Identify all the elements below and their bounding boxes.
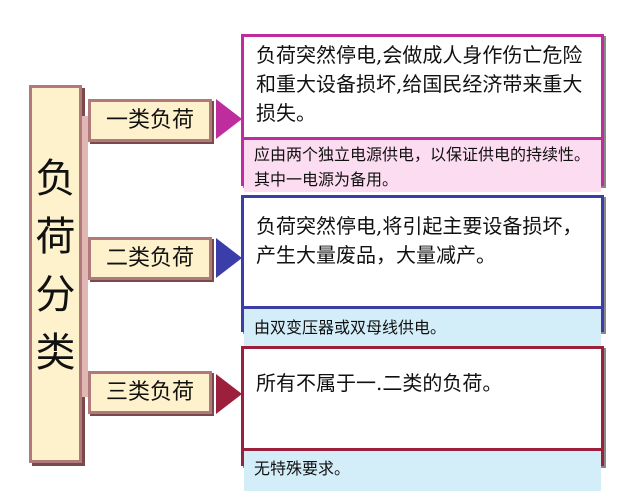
connector-line-3 bbox=[82, 391, 90, 397]
category-panel-2: 负荷突然停电,将引起主要设备损坏，产生大量废品，大量减产。 由双变压器或双母线供… bbox=[241, 195, 604, 352]
panel-requirement-3: 无特殊要求。 bbox=[244, 451, 601, 491]
arrow-icon-3 bbox=[216, 374, 242, 414]
panel-requirement-1: 应由两个独立电源供电，以保证供电的持续性。其中一电源为备用。 bbox=[244, 140, 601, 192]
connector-line-2 bbox=[82, 256, 90, 262]
main-label-char: 负 bbox=[35, 156, 76, 202]
category-box-2: 二类负荷 bbox=[88, 237, 212, 280]
main-label-char: 类 bbox=[35, 330, 76, 376]
category-box-1: 一类负荷 bbox=[88, 99, 212, 142]
main-category-box: 负 荷 分 类 bbox=[29, 85, 82, 463]
panel-requirement-2: 由双变压器或双母线供电。 bbox=[244, 309, 601, 352]
arrow-icon-1 bbox=[216, 99, 242, 139]
main-label-char: 分 bbox=[35, 272, 76, 318]
category-panel-1: 负荷突然停电,会做成人身作伤亡危险和重大设备损坏,给国民经济带来重大损失。 应由… bbox=[241, 34, 604, 192]
arrow-icon-2 bbox=[216, 238, 242, 278]
panel-description-1: 负荷突然停电,会做成人身作伤亡危险和重大设备损坏,给国民经济带来重大损失。 bbox=[244, 37, 601, 140]
panel-description-2: 负荷突然停电,将引起主要设备损坏，产生大量废品，大量减产。 bbox=[244, 198, 601, 309]
main-label-char: 荷 bbox=[35, 214, 76, 260]
connector-line-1 bbox=[82, 117, 90, 123]
main-category-label: 负 荷 分 类 bbox=[32, 150, 79, 382]
panel-description-3: 所有不属于一.二类的负荷。 bbox=[244, 349, 601, 451]
category-panel-3: 所有不属于一.二类的负荷。 无特殊要求。 bbox=[241, 346, 604, 491]
category-box-3: 三类负荷 bbox=[88, 371, 212, 414]
